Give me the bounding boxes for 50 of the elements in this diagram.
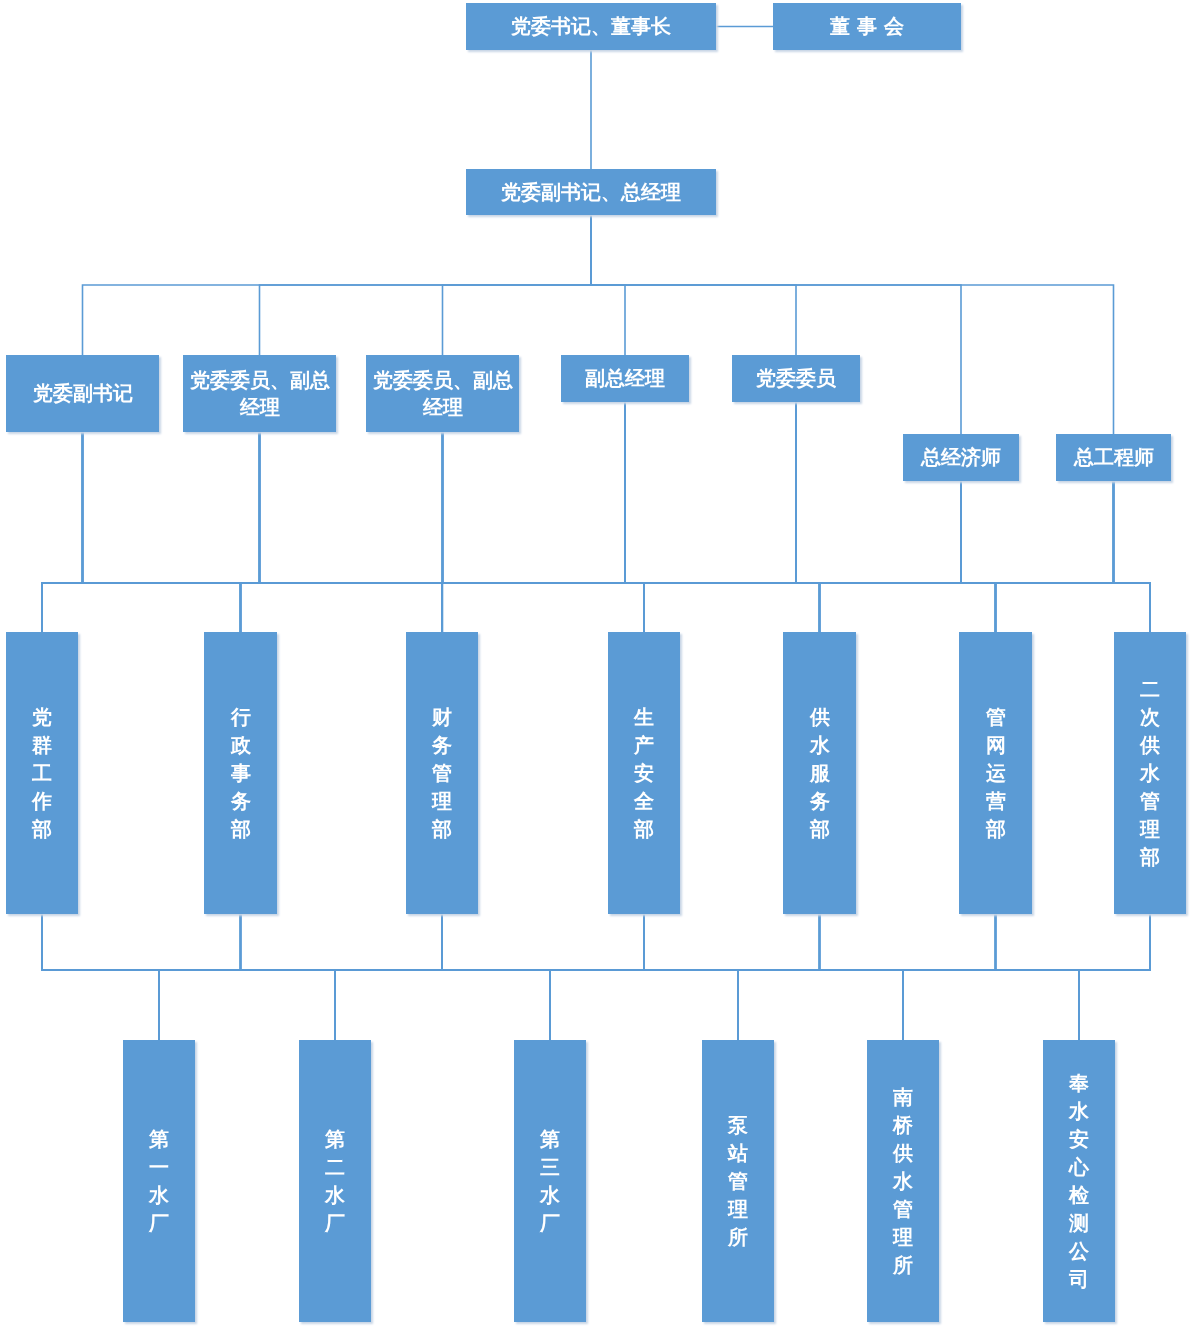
org-unit-label: 党委副书记 [31,380,134,407]
org-unit-label: 第三水厂 [540,1126,560,1237]
org-box [466,169,716,215]
org-box [6,355,159,432]
org-box [959,632,1032,914]
org-unit-label: 管网运营部 [985,704,1006,843]
org-box [406,632,478,914]
org-unit-label: 南桥供水管理所 [893,1084,913,1279]
org-unit-label: 党委委员 [755,365,837,392]
connector-line [1078,913,1151,1041]
org-box [561,355,689,402]
org-box [514,1040,586,1322]
org-box [783,632,856,914]
org-box [702,1040,774,1322]
org-box [608,632,680,914]
org-unit-label: 二次供水管理部 [1140,676,1160,871]
org-unit-label: 党委委员、副总经理 [371,366,514,421]
org-unit-label: 奉水安心检测公司 [1069,1070,1089,1293]
connector-line [590,49,592,170]
org-unit-label: 董 事 会 [829,13,905,40]
org-box [773,3,961,50]
org-box [466,3,716,50]
org-unit-label: 泵站管理所 [728,1112,748,1251]
org-unit-label: 生产安全部 [634,704,654,843]
org-box [204,632,277,914]
org-box [1056,434,1171,481]
org-unit-label: 党委委员、副总经理 [188,366,331,421]
org-box [732,355,860,402]
org-unit-label: 党委副书记、总经理 [500,178,682,206]
org-box [867,1040,939,1322]
org-unit-label: 供水服务部 [809,704,830,843]
org-box [299,1040,371,1322]
org-unit-label: 党委书记、董事长 [510,13,672,40]
org-box [6,632,78,914]
org-unit-label: 党群工作部 [32,704,52,843]
org-unit-label: 第一水厂 [149,1126,169,1237]
connector-line [1112,480,1151,633]
org-box [123,1040,195,1322]
org-unit-label: 第二水厂 [325,1126,345,1237]
org-unit-label: 总经济师 [919,444,1002,471]
org-box [1043,1040,1115,1322]
org-unit-label: 副总经理 [584,365,666,392]
org-box [183,355,336,432]
org-unit-label: 财务管理部 [432,704,452,843]
org-box [1114,632,1186,914]
connector-line [715,25,774,28]
org-box [366,355,519,432]
org-unit-label: 行政事务部 [230,704,251,843]
org-unit-label: 总工程师 [1072,444,1155,471]
org-box [903,434,1019,481]
